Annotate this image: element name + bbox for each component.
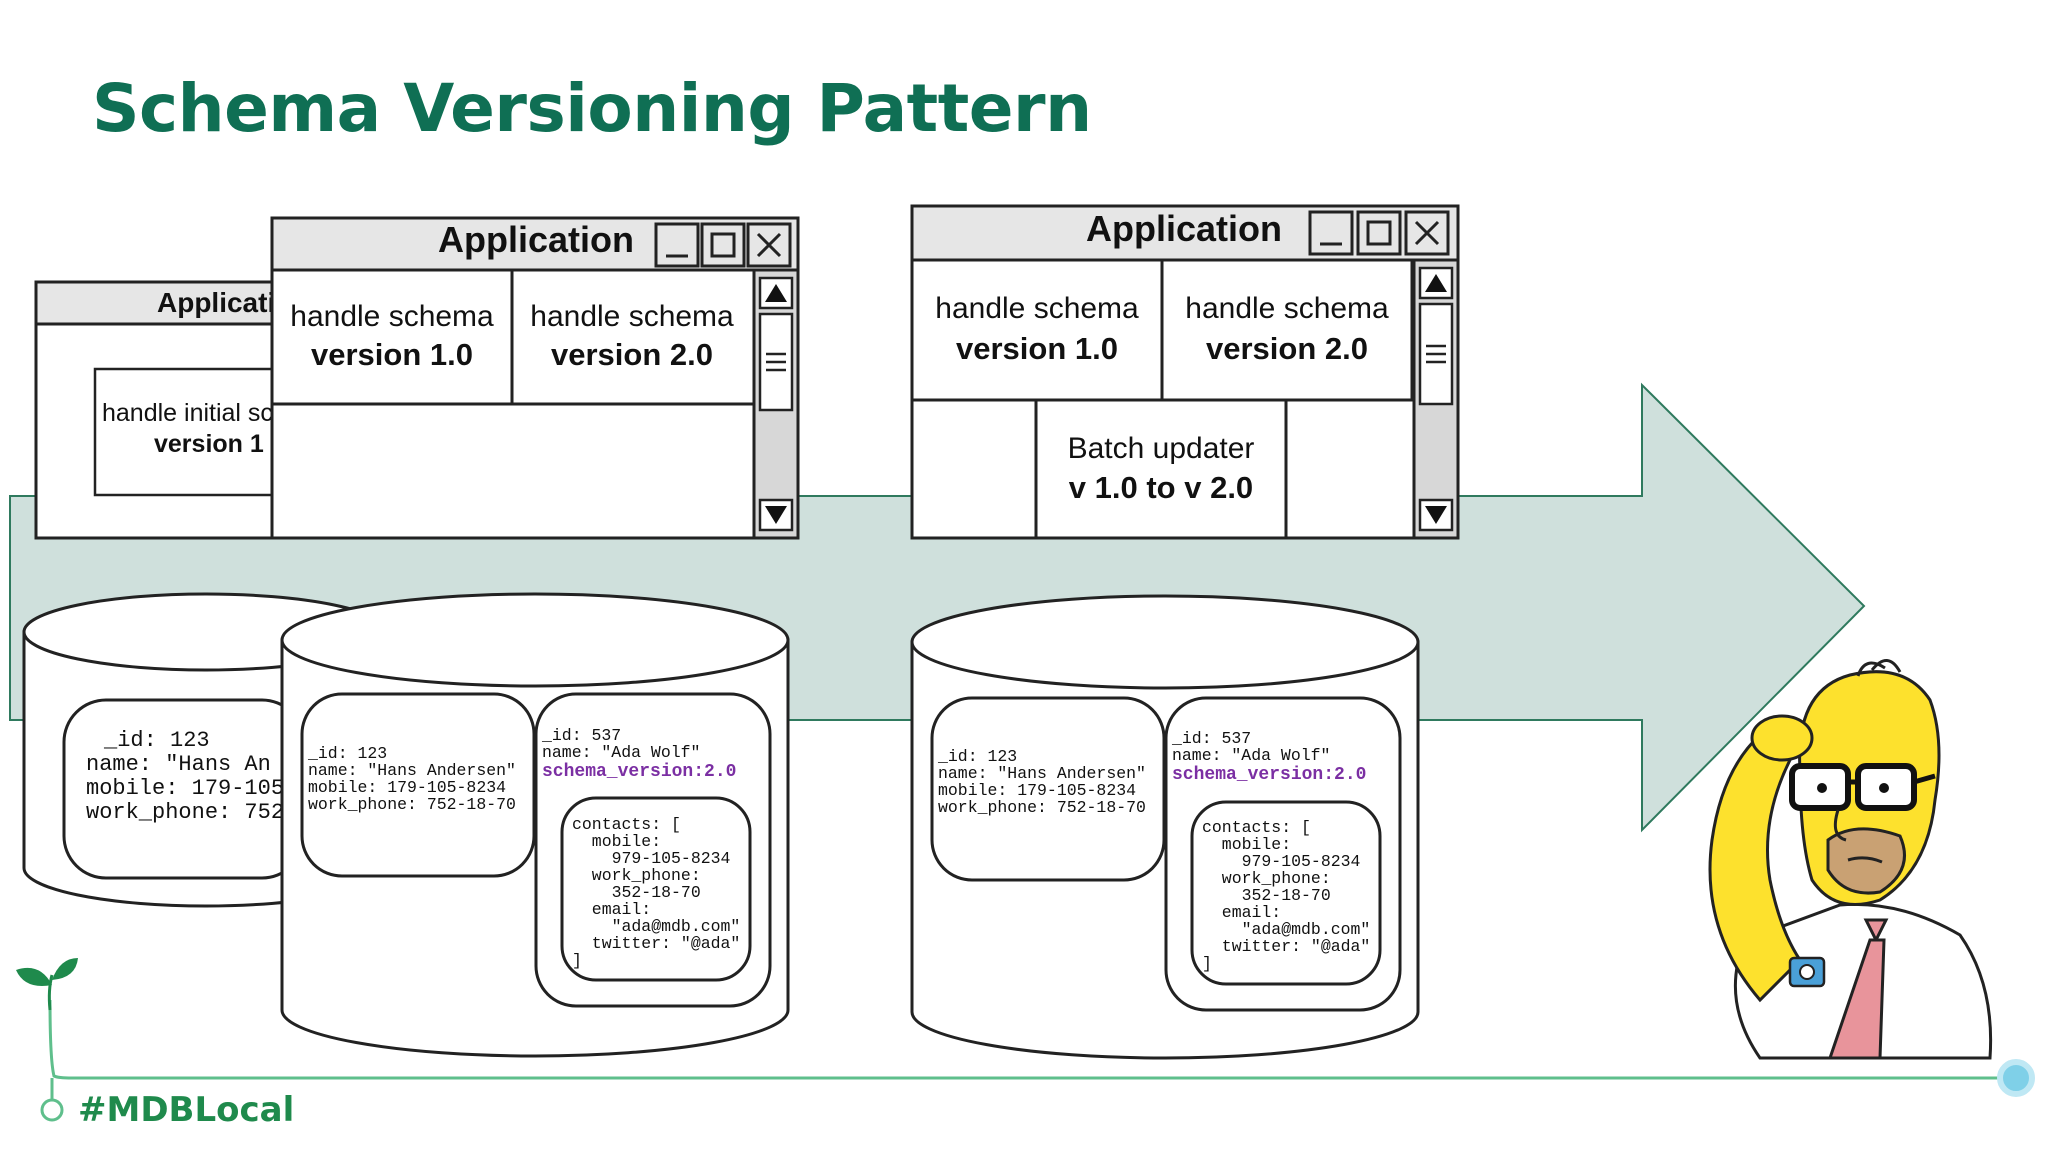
minimize-button[interactable]: [654, 222, 700, 268]
code-line: contacts: [: [572, 815, 681, 834]
code-line: contacts: [: [1202, 818, 1311, 837]
stage3-app-title: Application: [1086, 208, 1282, 249]
code-line: twitter: "@ada": [1202, 937, 1370, 956]
stage3-handler1-line2: version 1.0: [956, 331, 1118, 366]
close-button[interactable]: [746, 222, 792, 268]
sprout-logo-icon: [16, 958, 78, 1011]
stage3-application-window: Application handle schema version 1.0 ha…: [910, 204, 1460, 540]
stage3-handler1-line1: handle schema: [935, 292, 1139, 325]
scroll-grip-icon[interactable]: [766, 352, 786, 372]
code-line: name: "Hans Andersen": [938, 764, 1146, 783]
code-line: "ada@mdb.com": [572, 917, 740, 936]
code-line: mobile: 179-105-8234: [308, 778, 506, 797]
code-line: 352-18-70: [572, 883, 701, 902]
footer-timeline: [40, 999, 2035, 1122]
stage2-contacts: contacts: [ mobile: 979-105-8234 work_ph…: [0, 0, 829, 970]
stage3-contacts: contacts: [ mobile: 979-105-8234 work_ph…: [1202, 818, 1370, 973]
stage2-scrollbar[interactable]: [752, 268, 800, 540]
thinking-character-illustration: [1708, 659, 1993, 1060]
stage1-document: _id: 123 name: "Hans An mobile: 179-105 …: [86, 728, 297, 825]
timeline-end-node-icon: [1997, 1059, 2035, 1097]
stage3-schema-version-label: schema_version:2.0: [1172, 765, 1366, 785]
stage3-database: _id: 123 name: "Hans Andersen" mobile: 1…: [910, 594, 1420, 1060]
code-line: _id: 537: [1171, 729, 1251, 748]
stage2-handler2-line2: version 2.0: [551, 337, 713, 372]
slide-title: Schema Versioning Pattern: [92, 70, 1092, 147]
code-line: twitter: "@ada": [572, 934, 740, 953]
code-line: name: "Ada Wolf": [1172, 746, 1330, 765]
stage2-doc-v2: _id: 537 name: "Ada Wolf": [541, 726, 700, 762]
scroll-down-icon[interactable]: [765, 506, 787, 524]
code-line: mobile: 179-105-8234: [938, 781, 1136, 800]
code-line: email:: [1202, 903, 1281, 922]
stage1-app-title: Applicati: [157, 287, 275, 318]
maximize-button[interactable]: [700, 222, 746, 268]
scroll-up-icon[interactable]: [765, 284, 787, 302]
scroll-down-icon[interactable]: [1425, 506, 1447, 524]
close-button[interactable]: [1404, 210, 1450, 256]
stage2-doc-v1: _id: 123 name: "Hans Andersen" mobile: 1…: [307, 744, 526, 814]
scroll-grip-icon[interactable]: [1426, 344, 1446, 364]
stage2-app-title: Application: [438, 219, 634, 260]
hashtag-label: #MDBLocal: [78, 1090, 295, 1130]
code-line: name: "Hans An: [86, 752, 271, 777]
code-line: name: "Ada Wolf": [542, 743, 700, 762]
code-line: email:: [572, 900, 651, 919]
code-line: work_phone:: [1202, 869, 1331, 888]
code-line: mobile: 179-105: [86, 776, 284, 801]
code-line: ]: [572, 951, 582, 970]
minimize-button[interactable]: [1308, 210, 1354, 256]
stage3-batch-line2: v 1.0 to v 2.0: [1069, 470, 1253, 505]
code-line: _id: 123: [937, 747, 1017, 766]
code-line: _id: 537: [541, 726, 621, 745]
code-line: ]: [1202, 954, 1212, 973]
scroll-up-icon[interactable]: [1425, 274, 1447, 292]
code-line: "ada@mdb.com": [1202, 920, 1370, 939]
stage3-scrollbar[interactable]: [1412, 258, 1460, 540]
code-line: work_phone: 752-18-70: [938, 798, 1146, 817]
stage1-handler-line2: version 1: [154, 430, 264, 458]
code-line: work_phone: 752-18-70: [308, 795, 516, 814]
maximize-button[interactable]: [1356, 210, 1402, 256]
stage1-handler-line1: handle initial sc: [102, 399, 273, 427]
stage2-handler1-line1: handle schema: [290, 300, 494, 333]
stage2-handler2-line1: handle schema: [530, 300, 734, 333]
code-line: mobile:: [572, 832, 661, 851]
code-line: _id: 123: [307, 744, 387, 763]
code-line: work_phone: 752: [86, 800, 284, 825]
code-line: _id: 123: [103, 728, 210, 753]
stage1-application-window: Applicati handle initial sc version 1: [34, 280, 278, 540]
stage3-handler2-line1: handle schema: [1185, 292, 1389, 325]
stage3-doc-v1: _id: 123 name: "Hans Andersen" mobile: 1…: [937, 747, 1156, 817]
stage3-handler2-line2: version 2.0: [1206, 331, 1368, 366]
stage2-application-window: Application handle schema version 1.0 ha…: [270, 216, 800, 540]
stage3-batch-line1: Batch updater: [1068, 432, 1255, 465]
code-line: 979-105-8234: [572, 849, 731, 868]
code-line: mobile:: [1202, 835, 1291, 854]
stage3-doc-v2: _id: 537 name: "Ada Wolf": [1171, 729, 1330, 765]
stage2-schema-version-label: schema_version:2.0: [542, 762, 736, 782]
code-line: name: "Hans Andersen": [308, 761, 516, 780]
code-line: work_phone:: [572, 866, 701, 885]
code-line: 979-105-8234: [1202, 852, 1361, 871]
code-line: 352-18-70: [1202, 886, 1331, 905]
stage2-handler1-line2: version 1.0: [311, 337, 473, 372]
stage2-database: _id: 123 name: "Hans Andersen" mobile: 1…: [0, 0, 829, 1058]
